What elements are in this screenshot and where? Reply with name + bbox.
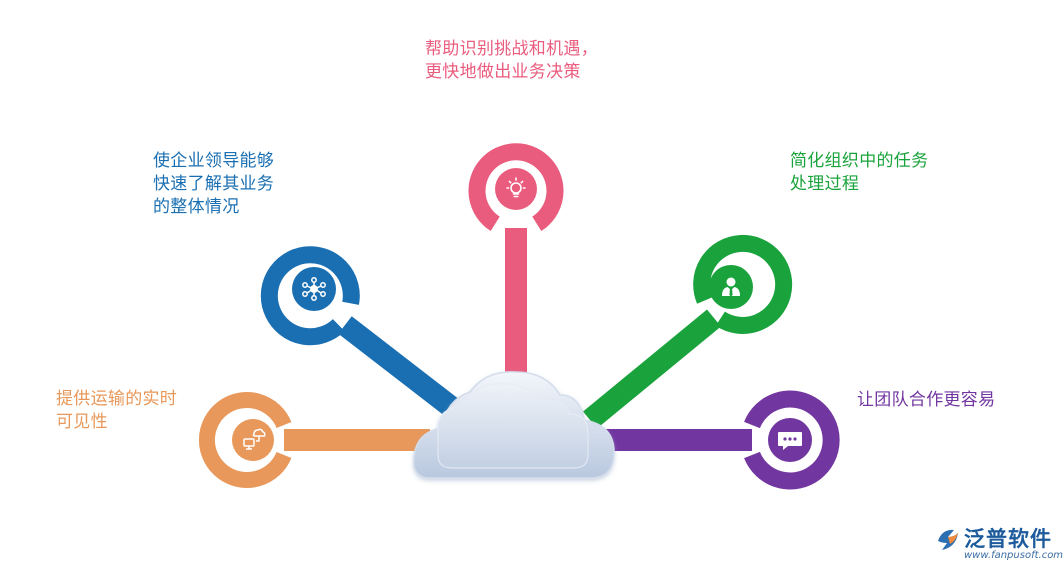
label-blue: 使企业领导能够 快速了解其业务 的整体情况 [153, 151, 275, 217]
node-blue [260, 246, 360, 346]
ring-pink [468, 143, 564, 231]
ring-blue [260, 246, 360, 346]
node-pink [468, 143, 564, 231]
arm-green [583, 309, 721, 429]
disc-green [709, 265, 753, 309]
disc-orange [232, 419, 274, 461]
central-cloud-icon [413, 371, 615, 479]
user-icon [722, 277, 740, 297]
fanpu-logo-icon [938, 529, 958, 550]
brand-logo: 泛普软件 www.fanpusoft.com [934, 523, 1064, 567]
ring-green [693, 234, 793, 334]
logo-name: 泛普软件 [964, 527, 1052, 551]
label-purple: 让团队合作更容易 [857, 390, 996, 410]
network-icon [302, 277, 326, 301]
arm-blue [338, 316, 475, 429]
chat-bubble-icon [778, 432, 802, 450]
ring-purple [744, 390, 840, 490]
label-orange: 提供运输的实时 可见性 [56, 389, 178, 432]
node-orange [198, 392, 292, 488]
label-pink: 帮助识别挑战和机遇， 更快地做出业务决策 [425, 39, 598, 82]
logo-url: www.fanpusoft.com [964, 550, 1064, 561]
node-green [693, 234, 793, 334]
label-green: 简化组织中的任务 处理过程 [790, 151, 929, 194]
disc-pink [495, 168, 537, 210]
ring-orange [198, 392, 292, 488]
node-purple [744, 390, 840, 490]
lightbulb-icon [506, 177, 526, 198]
cloud-computer-icon [243, 428, 266, 450]
